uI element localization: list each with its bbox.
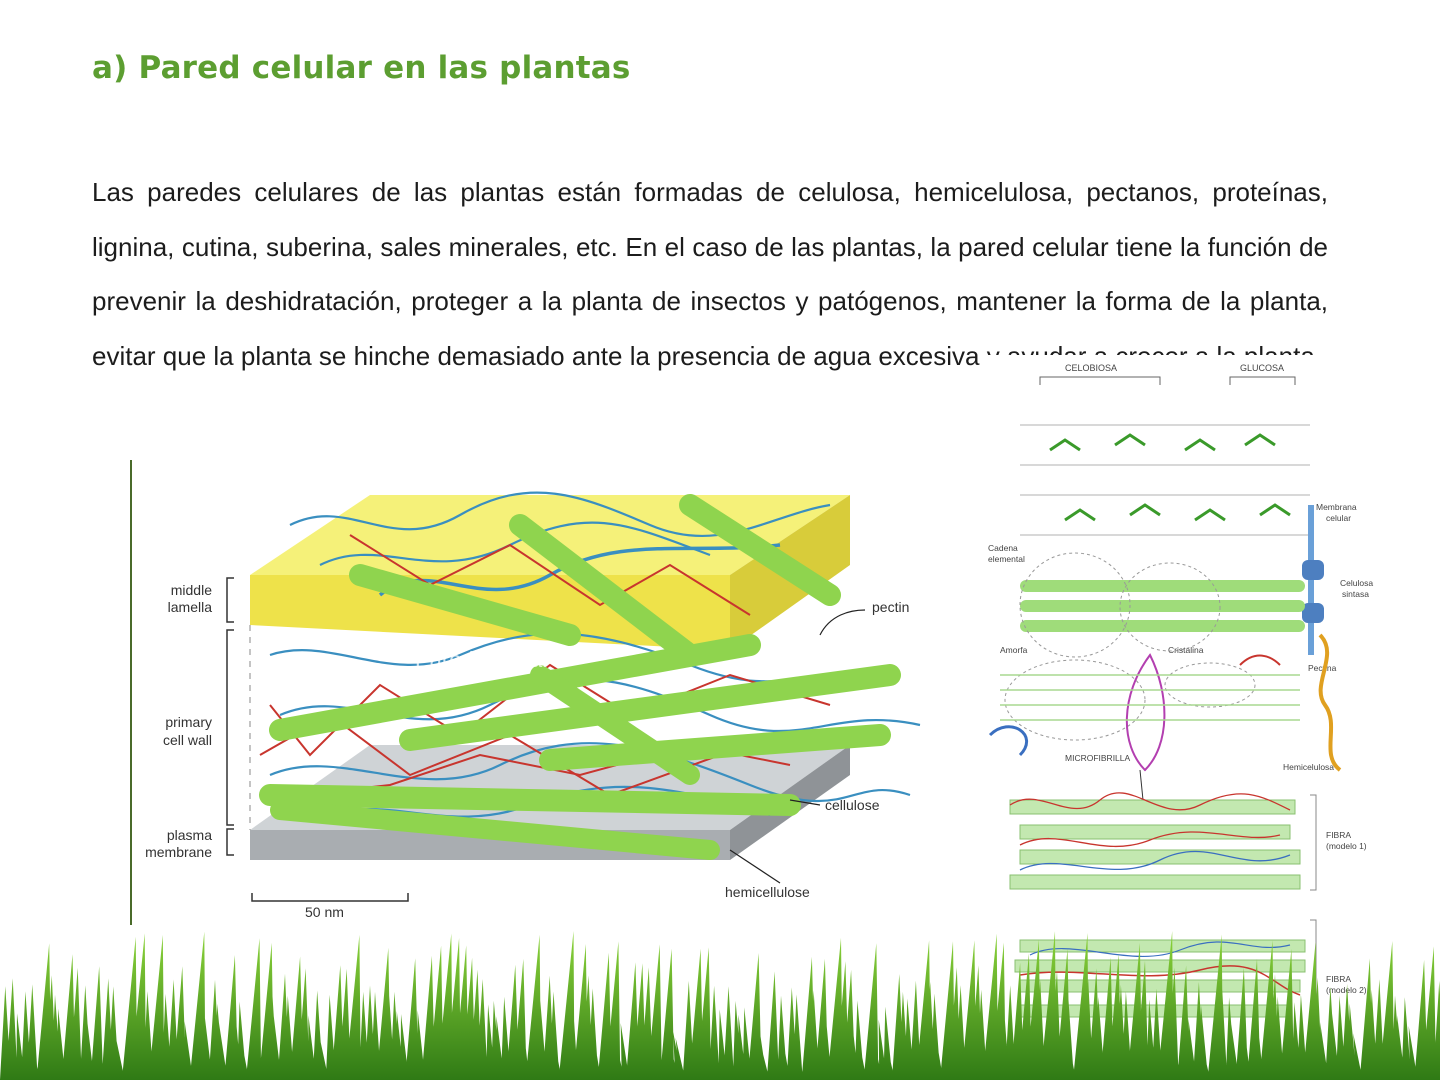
slide-title: a) Pared celular en las plantas (92, 50, 631, 86)
label-cristalina: Cristalina (1168, 645, 1204, 655)
cell-wall-3d-diagram: Pared Celular middle lamella primary cel… (130, 460, 921, 925)
label-primary-1: primary (165, 714, 212, 730)
body-paragraph: Las paredes celulares de las plantas est… (92, 177, 1328, 371)
label-fibra2-1: FIBRA (1326, 974, 1351, 984)
label-membrana-1: Membrana (1316, 502, 1357, 512)
label-membrana-2: celular (1326, 513, 1351, 523)
label-cadena-1: Cadena (988, 543, 1018, 553)
label-plasma-1: plasma (167, 827, 212, 843)
label-celulosa-sintasa-2: sintasa (1342, 589, 1369, 599)
synthase-2 (1302, 603, 1324, 623)
scale-bar (251, 893, 409, 902)
label-glucosa: GLUCOSA (1240, 363, 1284, 373)
label-primary-2: cell wall (163, 732, 212, 748)
label-cellulose: cellulose (825, 797, 880, 813)
label-celulosa-sintasa-1: Celulosa (1340, 578, 1373, 588)
label-microfibrilla: MICROFIBRILLA (1065, 753, 1131, 763)
label-fibra1-2: (modelo 1) (1326, 841, 1367, 851)
label-plasma-2: membrane (145, 844, 212, 860)
grass-decoration (0, 931, 1440, 1080)
cellulose-structure-diagram: CELOBIOSA GLUCOSA Membrana celular Caden… (980, 355, 1395, 1055)
label-middle-2: lamella (168, 599, 213, 615)
label-pectina: Pectina (1308, 663, 1337, 673)
label-cadena-2: elemental (988, 554, 1025, 564)
fiber-model-1 (1009, 799, 1301, 890)
label-pectin: pectin (872, 599, 909, 615)
pectin-chain (1318, 633, 1342, 772)
label-fibra1-1: FIBRA (1326, 830, 1351, 840)
label-scale: 50 nm (305, 904, 344, 920)
label-celobiosa: CELOBIOSA (1065, 363, 1117, 373)
microfibril-ring (1125, 653, 1166, 772)
layer-brackets (226, 577, 234, 856)
synthase-1 (1302, 560, 1324, 580)
elemental-chains (1020, 580, 1305, 632)
cellulose-fibrils (259, 494, 901, 860)
label-fibra2-2: (modelo 2) (1326, 985, 1367, 995)
watermark-text: Pared Celular (415, 647, 550, 672)
label-hemicelulosa: Hemicelulosa (1283, 762, 1334, 772)
glucose-rings (1049, 433, 1291, 522)
label-middle-1: middle (171, 582, 212, 598)
label-hemicellulose: hemicellulose (725, 884, 810, 900)
label-amorfa: Amorfa (1000, 645, 1028, 655)
